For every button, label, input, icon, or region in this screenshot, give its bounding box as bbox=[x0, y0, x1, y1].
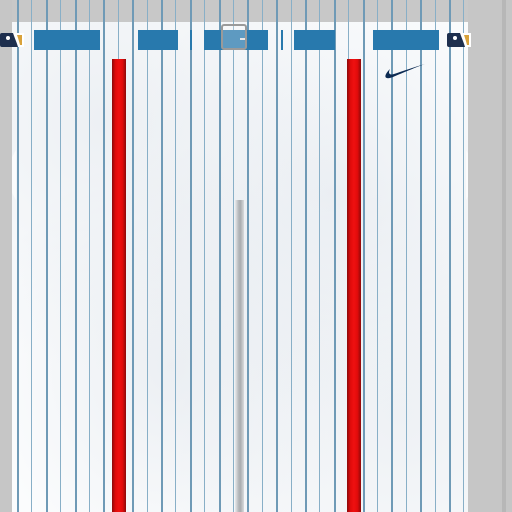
league-logo-icon bbox=[447, 33, 471, 47]
left-side-stripe bbox=[112, 59, 126, 512]
belt-buckle-pin bbox=[240, 38, 245, 40]
left-gutter bbox=[0, 0, 12, 512]
right-gutter bbox=[468, 0, 512, 512]
zipper-fly bbox=[235, 200, 244, 512]
league-logo-icon bbox=[0, 33, 24, 47]
belt-loop-5 bbox=[373, 30, 439, 50]
top-margin-strip bbox=[12, 0, 468, 22]
right-gutter-edge bbox=[502, 0, 506, 512]
right-side-stripe bbox=[347, 59, 361, 512]
brand-swoosh-icon bbox=[385, 64, 425, 79]
belt-divider-left bbox=[190, 30, 192, 50]
belt-loop-4 bbox=[294, 30, 335, 50]
belt-loop-1 bbox=[34, 30, 100, 50]
belt-loop-3 bbox=[204, 30, 268, 50]
belt-loop-2 bbox=[138, 30, 178, 50]
belt-buckle-icon bbox=[221, 24, 247, 50]
belt-divider-right bbox=[281, 30, 283, 50]
